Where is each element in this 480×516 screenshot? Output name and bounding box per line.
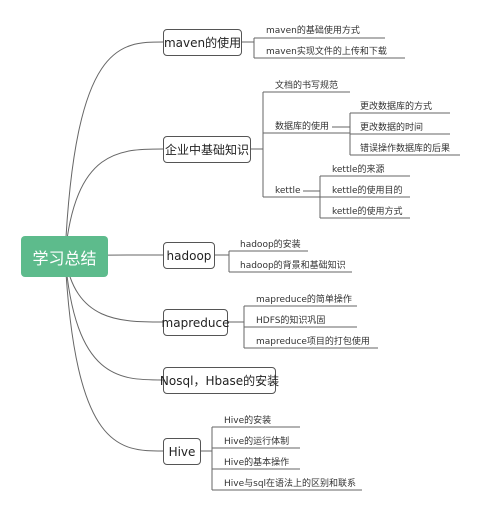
leaf-hive-basic-ops[interactable]: Hive的基本操作 — [224, 458, 290, 468]
leaf-hive-install[interactable]: Hive的安装 — [224, 416, 272, 426]
leaf-kettle[interactable]: kettle — [275, 186, 301, 196]
connector-root-enterprise — [64, 148, 164, 257]
leaf-db-change-time[interactable]: 更改数据的时间 — [360, 123, 424, 133]
leaf-database-usage[interactable]: 数据库的使用 — [275, 122, 330, 132]
leaf-maven-basic[interactable]: maven的基础使用方式 — [266, 26, 360, 36]
topic-maven[interactable]: maven的使用 — [163, 29, 242, 56]
leaf-db-error-consequence[interactable]: 错误操作数据库的后果 — [360, 144, 451, 154]
leaf-kettle-origin[interactable]: kettle的来源 — [332, 165, 385, 175]
leaf-db-change-method[interactable]: 更改数据库的方式 — [360, 102, 433, 112]
leaf-mapreduce-simple[interactable]: mapreduce的简单操作 — [256, 295, 352, 305]
leaf-kettle-method[interactable]: kettle的使用方式 — [332, 207, 403, 217]
leaf-hdfs-review[interactable]: HDFS的知识巩固 — [256, 316, 326, 326]
topic-enterprise-basics[interactable]: 企业中基础知识 — [163, 136, 251, 163]
topic-hive[interactable]: Hive — [163, 438, 201, 465]
leaf-mapreduce-packaging[interactable]: mapreduce项目的打包使用 — [256, 337, 370, 347]
topic-nosql-hbase[interactable]: Nosql，Hbase的安装 — [160, 367, 279, 394]
topic-mapreduce[interactable]: mapreduce — [162, 309, 229, 336]
connector-root-hive — [64, 255, 164, 452]
connector-root-nosql — [64, 255, 164, 381]
leaf-hive-runtime[interactable]: Hive的运行体制 — [224, 437, 290, 447]
leaf-kettle-purpose[interactable]: kettle的使用目的 — [332, 186, 403, 196]
root-node[interactable]: 学习总结 — [21, 236, 108, 277]
leaf-hive-vs-sql[interactable]: Hive与sql在语法上的区别和联系 — [224, 479, 357, 489]
leaf-maven-upload-download[interactable]: maven实现文件的上传和下载 — [266, 47, 387, 57]
leaf-doc-standards[interactable]: 文档的书写规范 — [275, 81, 339, 91]
topic-hadoop[interactable]: hadoop — [163, 242, 215, 269]
connector-root-maven — [64, 41, 164, 257]
leaf-hadoop-background[interactable]: hadoop的背景和基础知识 — [240, 261, 346, 271]
leaf-hadoop-install[interactable]: hadoop的安装 — [240, 240, 301, 250]
